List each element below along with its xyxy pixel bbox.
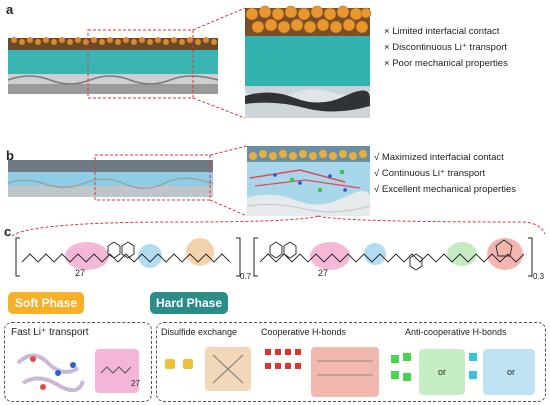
- panel-b-bullets: √ Maximized interfacial contact √ Contin…: [374, 150, 516, 198]
- soft-phase-illustrations: [16, 349, 139, 393]
- disulfide-exchange-label: Disulfide exchange: [161, 327, 238, 337]
- panel-b-zoom-box: [94, 154, 211, 201]
- peg-subscript-2: 27: [318, 268, 329, 278]
- soft-phase-box: Fast Li⁺ transport 27: [4, 322, 152, 402]
- bullet-maximized-contact: √ Maximized interfacial contact: [374, 152, 504, 163]
- hard-phase-box: Disulfide exchange Cooperative H-bonds A…: [156, 322, 546, 402]
- or-label-1: or: [438, 367, 447, 377]
- soft-phase-label: Soft Phase: [8, 292, 84, 314]
- soft-fraction-subscript: 0.7: [240, 272, 252, 281]
- soft-peg-subscript: 27: [131, 379, 140, 388]
- bullet-poor-mechanical: × Poor mechanical properties: [384, 58, 508, 69]
- cooperative-hbonds-label: Cooperative H-bonds: [261, 327, 347, 337]
- or-label-2: or: [507, 367, 516, 377]
- panel-c-letter: c: [4, 224, 12, 239]
- hard-phase-illustrations: [165, 347, 535, 397]
- peg-subscript-1: 27: [75, 268, 86, 278]
- bullet-discontinuous-transport: × Discontinuous Li⁺ transport: [384, 42, 508, 53]
- panel-a-letter: a: [6, 2, 14, 17]
- panel-b-letter: b: [6, 148, 14, 163]
- panel-a-zoom-box: [87, 29, 194, 99]
- hard-phase-label: Hard Phase: [150, 292, 228, 314]
- bullet-excellent-mechanical: √ Excellent mechanical properties: [374, 184, 516, 195]
- panel-a-bullets: × Limited interfacial contact × Disconti…: [384, 24, 508, 72]
- bullet-continuous-transport: √ Continuous Li⁺ transport: [374, 168, 486, 179]
- panel-a-overview: [7, 37, 219, 94]
- hard-fraction-subscript: 0.3: [533, 272, 545, 281]
- polymer-structure: [15, 237, 533, 277]
- panel-b-overview: [7, 160, 214, 197]
- anticooperative-hbonds-label: Anti-cooperative H-bonds: [405, 327, 507, 337]
- fast-transport-title: Fast Li⁺ transport: [11, 327, 89, 338]
- panel-a-zoom: [245, 5, 372, 118]
- bullet-limited-contact: × Limited interfacial contact: [384, 26, 500, 37]
- panel-b-zoom: [246, 146, 371, 216]
